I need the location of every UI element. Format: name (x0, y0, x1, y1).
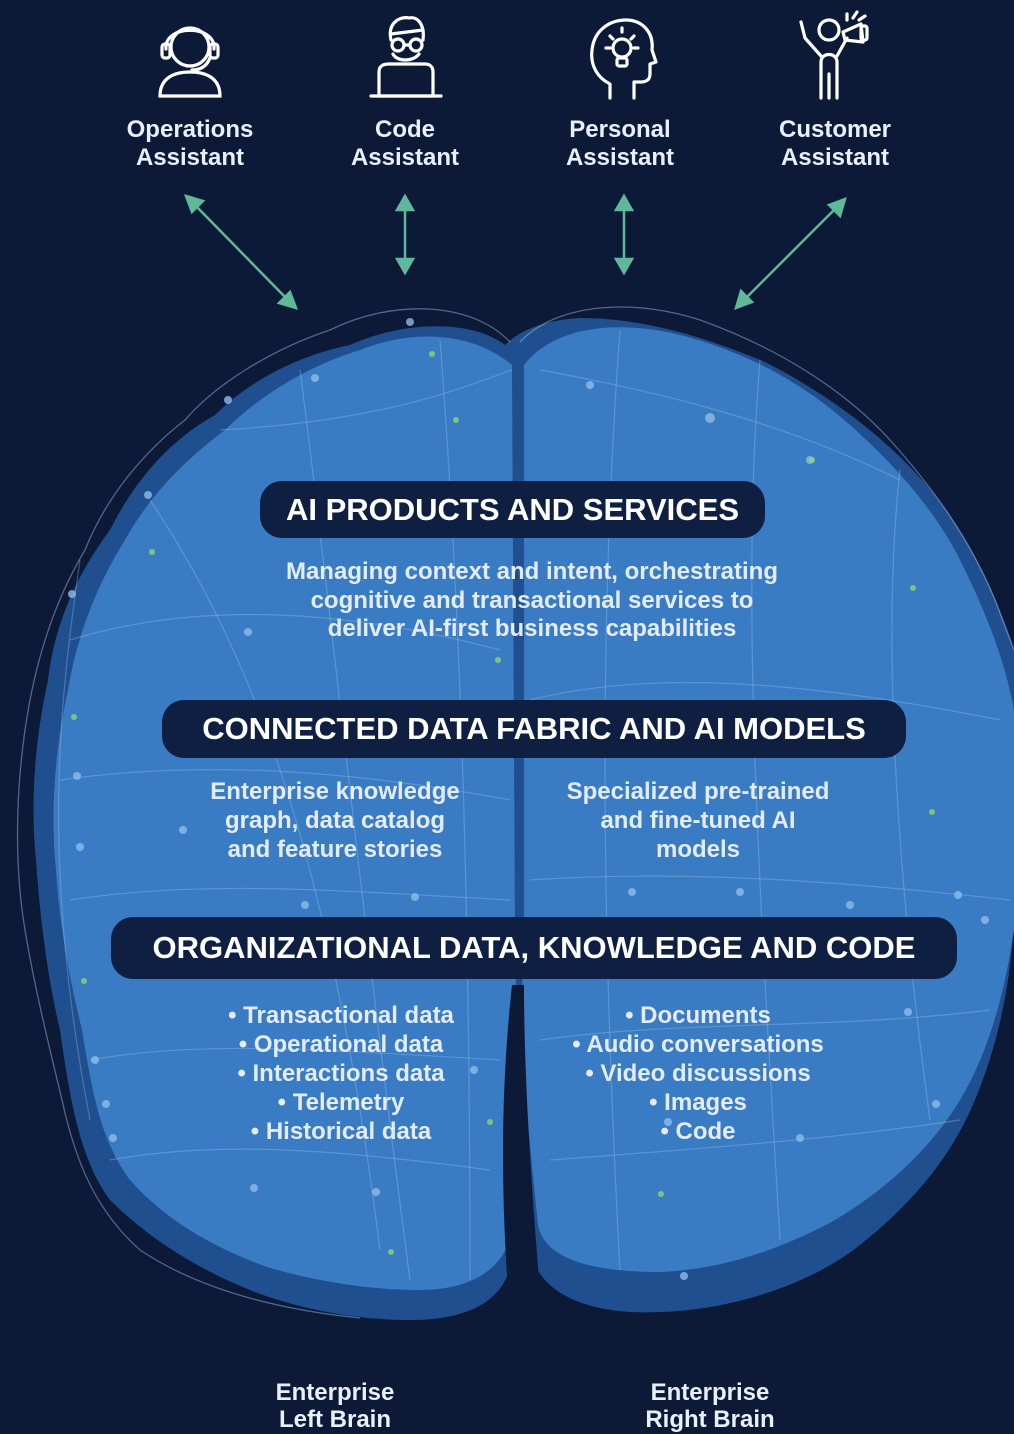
persona-code: Code Assistant (315, 12, 495, 172)
brain-outline-right (519, 306, 1014, 651)
developer-laptop-icon (369, 16, 443, 98)
right-hemisphere (521, 327, 1014, 1272)
list-item: • Operational data (238, 1031, 444, 1058)
lower-cleft (503, 985, 540, 1290)
persona-personal: Personal Assistant (530, 12, 710, 172)
left-brain-label: Enterprise Left Brain (275, 1379, 395, 1433)
fabric-right-description: Specialized pre-trained and fine-tuned A… (566, 778, 830, 863)
neural-highlights (71, 351, 935, 1255)
layer-title-products: AI PRODUCTS AND SERVICES (260, 481, 765, 538)
layer-description-products: Managing context and intent, orchestrati… (285, 558, 779, 642)
fabric-left-description: Enterprise knowledge graph, data catalog… (210, 778, 460, 863)
persona-customer: Customer Assistant (745, 8, 925, 172)
persona-label: Code Assistant (350, 116, 460, 171)
layer-title-organizational: ORGANIZATIONAL DATA, KNOWLEDGE AND CODE (111, 917, 957, 979)
brain-outline (16, 308, 511, 1319)
connection-arrows (183, 193, 847, 311)
persona-label: Personal Assistant (565, 116, 675, 171)
list-item: • Historical data (250, 1118, 432, 1145)
left-data-list: • Transactional data • Operational data … (186, 1001, 496, 1146)
list-item: • Interactions data (237, 1060, 445, 1087)
person-megaphone-icon (799, 10, 869, 100)
list-item: • Images (649, 1089, 747, 1116)
persona-label: Operations Assistant (126, 116, 254, 171)
list-item: • Telemetry (277, 1089, 405, 1116)
layer-title-fabric: CONNECTED DATA FABRIC AND AI MODELS (162, 700, 906, 758)
persona-operations: Operations Assistant (100, 12, 280, 172)
neural-mesh (58, 329, 1011, 1281)
right-data-list: • Documents • Audio conversations • Vide… (548, 1001, 848, 1146)
list-item: • Code (660, 1118, 736, 1145)
neural-nodes (68, 318, 989, 1280)
list-item: • Audio conversations (572, 1031, 824, 1058)
right-brain-label: Enterprise Right Brain (645, 1379, 775, 1433)
headset-agent-icon (158, 26, 222, 98)
persona-label: Customer Assistant (778, 116, 892, 171)
list-item: • Transactional data (228, 1002, 454, 1029)
list-item: • Documents (625, 1002, 771, 1029)
left-hemisphere (53, 336, 516, 1290)
head-lightbulb-icon (590, 18, 658, 100)
list-item: • Video discussions (585, 1060, 811, 1087)
